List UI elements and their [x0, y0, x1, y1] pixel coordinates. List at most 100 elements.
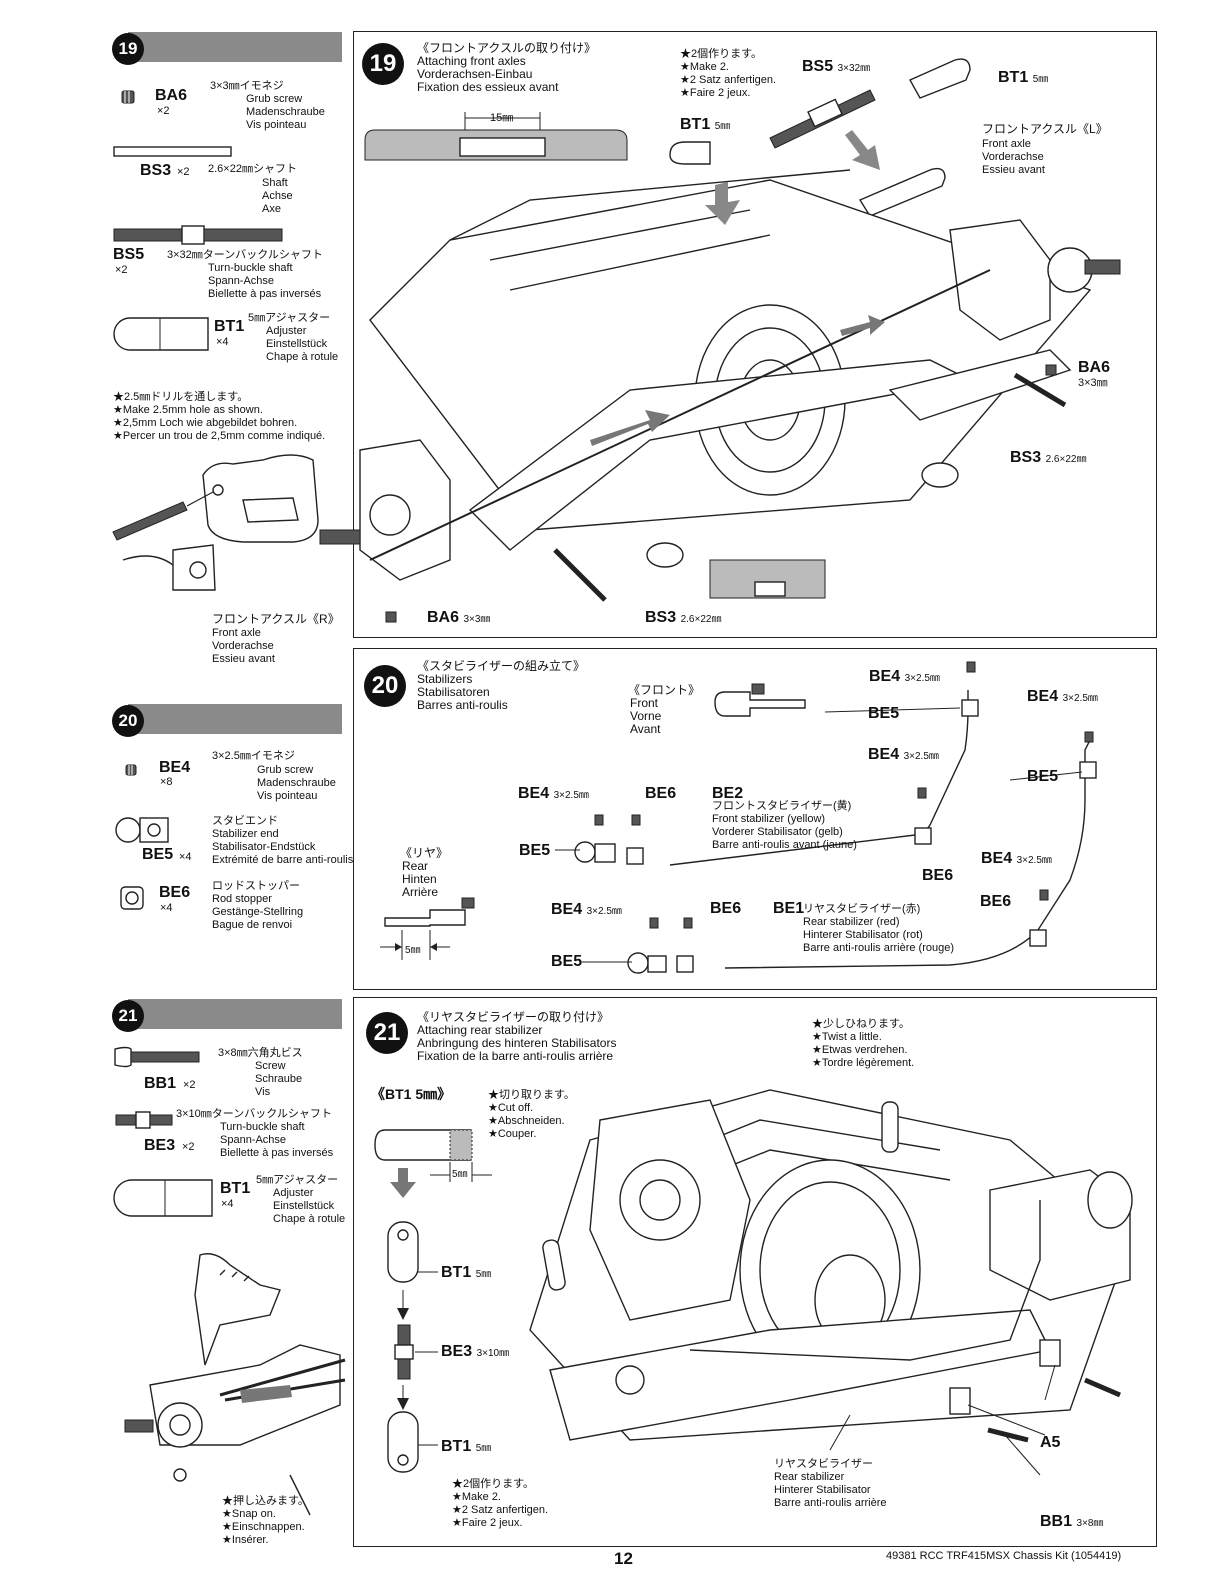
ba6-qty: ×2: [157, 105, 170, 117]
step20-parts-badge: 20: [112, 705, 144, 737]
bs3-label-19b: BS3 2.6×22㎜: [645, 609, 722, 626]
step21-badge: 21: [366, 1012, 408, 1054]
bs3-jp: 2.6×22㎜シャフト: [208, 163, 297, 175]
twist-note: ★少しひねります。★Twist a little.★Etwas verdrehe…: [812, 1018, 915, 1069]
grub-screw-icon: [121, 90, 135, 104]
dim-5mm-21: 5㎜: [452, 1169, 468, 1180]
grub-screw-small-icon: [125, 764, 137, 776]
be4-code: BE4: [159, 759, 191, 776]
be4-label-d: BE4 3×2.5㎜: [518, 785, 589, 802]
be6-label-a: BE6: [645, 785, 677, 802]
shaft-icon: [113, 146, 232, 157]
be5-label-b: BE5: [1027, 768, 1059, 785]
be2-desc: フロントスタビライザー(黄)Front stabilizer (yellow)V…: [712, 800, 857, 851]
step21-title: 《リヤスタビライザーの取り付け》Attaching rear stabilize…: [417, 1010, 617, 1063]
be3-label-21: BE3 3×10㎜: [441, 1343, 510, 1360]
drill-note: ★2.5㎜ドリルを通します。★Make 2.5mm hole as shown.…: [113, 391, 326, 442]
be5-label-c: BE5: [519, 842, 551, 859]
step19-parts-header-bar: [128, 32, 342, 62]
be6-label-d: BE6: [980, 893, 1012, 910]
snap-on-illustration: [124, 1253, 346, 1516]
ba6-label-19a: BA6: [1078, 359, 1111, 376]
turnbuckle-shaft-icon: [113, 225, 283, 245]
be5-label-a: BE5: [868, 705, 900, 722]
step20-badge: 20: [364, 665, 406, 707]
step20-parts-header-bar: [128, 704, 342, 734]
bs5-jp: 3×32㎜ターンバックルシャフト: [167, 249, 323, 261]
step19-make2-note: ★2個作ります。★Make 2.★2 Satz anfertigen.★Fair…: [680, 48, 777, 99]
be1-code: BE1: [773, 900, 805, 917]
be4-jp: 3×2.5㎜イモネジ: [212, 750, 295, 762]
step21-parts-badge: 21: [112, 1000, 144, 1032]
bt1-qty-21: ×4: [221, 1198, 234, 1210]
be5-label-d: BE5: [551, 953, 583, 970]
step21-parts-header-bar: [128, 999, 342, 1029]
be5-jp: スタビエンド: [212, 815, 278, 827]
bt1-qty: ×4: [216, 336, 229, 348]
ba6-code: BA6: [155, 87, 188, 104]
dim-5mm-20: 5㎜: [405, 945, 421, 956]
bs3-label-19a: BS3 2.6×22㎜: [1010, 449, 1087, 466]
kit-name-footer: 49381 RCC TRF415MSX Chassis Kit (1054419…: [886, 1550, 1122, 1562]
bs5-code: BS5: [113, 246, 145, 263]
stabilizer-assembly-illustration: [380, 661, 1097, 974]
be6-qty: ×4: [160, 902, 173, 914]
be5-code: BE5: [142, 846, 174, 863]
rear-chassis-illustration: [529, 1089, 1133, 1476]
cut-off-note: ★切り取ります。★Cut off.★Abschneiden.★Couper.: [488, 1089, 575, 1140]
be4-label-b: BE4 3×2.5㎜: [1027, 688, 1098, 705]
be5-qty: ×4: [179, 851, 192, 863]
be6-code: BE6: [159, 884, 191, 901]
adjuster-icon: [113, 317, 209, 351]
be4-qty: ×8: [160, 776, 173, 788]
ba6-size-19a: 3×3㎜: [1078, 377, 1108, 389]
axle-l-jp: フロントアクスル《L》: [982, 122, 1108, 136]
step19-badge: 19: [362, 43, 404, 85]
be6-label-b: BE6: [922, 867, 954, 884]
be2-code: BE2: [712, 785, 744, 802]
step19-parts-badge: 19: [112, 33, 144, 65]
stabilizer-end-icon: [115, 817, 169, 843]
adjuster-icon-21: [113, 1179, 213, 1217]
be6-jp: ロッドストッパー: [212, 880, 300, 892]
be3-code: BE3: [144, 1137, 176, 1154]
bs5-qty: ×2: [115, 264, 128, 276]
bt1-box-label: 《BT1 5㎜》: [371, 1086, 452, 1102]
bt1-jp-21: 5㎜アジャスター: [256, 1174, 339, 1186]
be6-label-c: BE6: [710, 900, 742, 917]
be3-qty: ×2: [182, 1141, 195, 1153]
bt1-label-21a: BT1 5㎜: [441, 1264, 492, 1281]
snap-on-note: ★押し込みます。★Snap on.★Einschnappen.★Insérer.: [222, 1495, 309, 1546]
bs5-label-19: BS5 3×32㎜: [802, 58, 871, 75]
bt1-label-19a: BT1 5㎜: [998, 69, 1049, 86]
ba6-jp: 3×3㎜イモネジ: [210, 80, 284, 92]
bt1-jp: 5㎜アジャスター: [248, 312, 331, 324]
be4-label-f: BE4 3×2.5㎜: [551, 901, 622, 918]
bt1-cut-illustration: [374, 1129, 492, 1473]
hex-screw-icon: [114, 1046, 200, 1068]
bs3-qty: ×2: [177, 166, 190, 178]
ba6-label-19b: BA6 3×3㎜: [427, 609, 491, 626]
a5-label: A5: [1040, 1434, 1061, 1451]
be3-jp: 3×10㎜ターンバックルシャフト: [176, 1108, 332, 1120]
be4-label-c: BE4 3×2.5㎜: [868, 746, 939, 763]
turnbuckle-length-diagram: [364, 112, 628, 161]
bb1-label-21: BB1 3×8㎜: [1040, 1513, 1104, 1530]
bt1-code-21: BT1: [220, 1180, 251, 1197]
